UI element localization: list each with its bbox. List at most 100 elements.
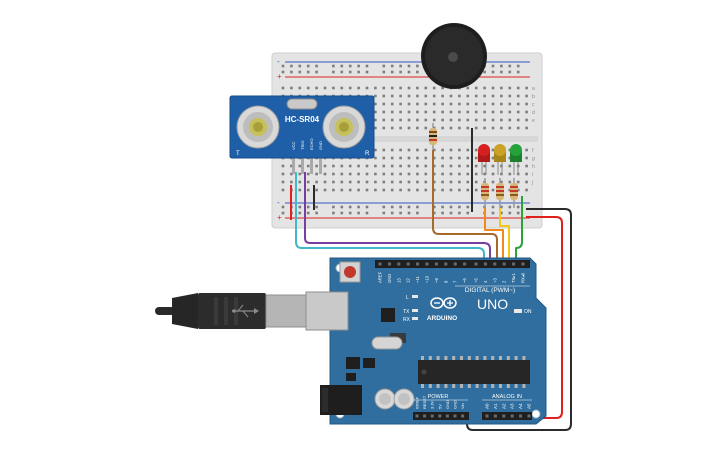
- breadboard-hole[interactable]: [491, 118, 495, 122]
- rail-hole[interactable]: [416, 205, 419, 209]
- breadboard-hole[interactable]: [432, 148, 436, 152]
- rail-hole[interactable]: [449, 211, 453, 215]
- breadboard-hole[interactable]: [525, 110, 528, 114]
- rail-hole[interactable]: [298, 205, 302, 209]
- breadboard-hole[interactable]: [458, 118, 461, 122]
- breadboard-hole[interactable]: [458, 156, 461, 160]
- breadboard-hole[interactable]: [390, 126, 394, 130]
- breadboard-hole[interactable]: [416, 148, 419, 152]
- breadboard-hole[interactable]: [500, 102, 503, 106]
- breadboard-hole[interactable]: [516, 94, 520, 98]
- breadboard-hole[interactable]: [483, 86, 486, 90]
- rail-hole[interactable]: [348, 70, 352, 74]
- breadboard-hole[interactable]: [416, 156, 419, 160]
- breadboard-hole[interactable]: [466, 156, 470, 160]
- piezo-buzzer[interactable]: [421, 23, 487, 89]
- breadboard-hole[interactable]: [441, 94, 444, 98]
- digital-pin[interactable]: [483, 262, 487, 266]
- breadboard-hole[interactable]: [390, 148, 394, 152]
- rail-hole[interactable]: [340, 211, 344, 215]
- resistor-green-led[interactable]: [510, 178, 518, 208]
- breadboard-hole[interactable]: [374, 156, 377, 160]
- rail-hole[interactable]: [416, 64, 419, 68]
- analog-pin[interactable]: [519, 414, 523, 418]
- rail-hole[interactable]: [365, 211, 369, 215]
- rail-hole[interactable]: [382, 64, 386, 68]
- breadboard-hole[interactable]: [432, 172, 436, 176]
- breadboard-hole[interactable]: [500, 118, 503, 122]
- rail-hole[interactable]: [357, 211, 360, 215]
- breadboard-hole[interactable]: [491, 164, 495, 168]
- breadboard-hole[interactable]: [298, 172, 302, 176]
- breadboard-hole[interactable]: [416, 110, 419, 114]
- breadboard-hole[interactable]: [466, 180, 470, 184]
- breadboard-hole[interactable]: [474, 94, 478, 98]
- reset-button[interactable]: [339, 261, 361, 283]
- rail-hole[interactable]: [432, 211, 436, 215]
- breadboard-hole[interactable]: [466, 118, 470, 122]
- breadboard-hole[interactable]: [466, 94, 470, 98]
- breadboard-hole[interactable]: [500, 172, 503, 176]
- breadboard-hole[interactable]: [508, 86, 512, 90]
- power-pin[interactable]: [445, 414, 449, 418]
- breadboard-hole[interactable]: [424, 164, 428, 168]
- breadboard-hole[interactable]: [458, 180, 461, 184]
- breadboard-hole[interactable]: [432, 126, 436, 130]
- breadboard-hole[interactable]: [315, 172, 318, 176]
- digital-pin[interactable]: [378, 262, 382, 266]
- breadboard-hole[interactable]: [365, 86, 369, 90]
- breadboard-hole[interactable]: [416, 180, 419, 184]
- breadboard-hole[interactable]: [340, 164, 344, 168]
- rail-hole[interactable]: [500, 70, 503, 74]
- breadboard-hole[interactable]: [449, 148, 453, 152]
- wire-black-gnd[interactable]: [466, 208, 572, 431]
- breadboard-hole[interactable]: [340, 172, 344, 176]
- breadboard-hole[interactable]: [290, 180, 293, 184]
- breadboard-hole[interactable]: [374, 180, 377, 184]
- breadboard-hole[interactable]: [525, 164, 528, 168]
- breadboard-hole[interactable]: [508, 118, 512, 122]
- breadboard-hole[interactable]: [424, 180, 428, 184]
- rail-hole[interactable]: [491, 70, 495, 74]
- breadboard-hole[interactable]: [474, 172, 478, 176]
- rail-hole[interactable]: [390, 64, 394, 68]
- breadboard-hole[interactable]: [306, 180, 310, 184]
- rail-hole[interactable]: [340, 64, 344, 68]
- breadboard-hole[interactable]: [323, 164, 327, 168]
- breadboard-hole[interactable]: [290, 86, 293, 90]
- breadboard-hole[interactable]: [500, 180, 503, 184]
- rail-hole[interactable]: [458, 205, 461, 209]
- digital-pin[interactable]: [474, 262, 478, 266]
- breadboard-hole[interactable]: [474, 148, 478, 152]
- breadboard-hole[interactable]: [458, 164, 461, 168]
- breadboard-hole[interactable]: [491, 126, 495, 130]
- breadboard-hole[interactable]: [525, 86, 528, 90]
- breadboard-hole[interactable]: [407, 180, 411, 184]
- breadboard-hole[interactable]: [399, 188, 402, 192]
- breadboard-hole[interactable]: [449, 94, 453, 98]
- breadboard-hole[interactable]: [315, 86, 318, 90]
- breadboard-hole[interactable]: [441, 164, 444, 168]
- breadboard-hole[interactable]: [474, 102, 478, 106]
- breadboard-hole[interactable]: [449, 118, 453, 122]
- rail-hole[interactable]: [382, 205, 386, 209]
- rail-hole[interactable]: [332, 211, 335, 215]
- breadboard-hole[interactable]: [306, 86, 310, 90]
- rail-hole[interactable]: [449, 205, 453, 209]
- breadboard-hole[interactable]: [374, 94, 377, 98]
- breadboard-hole[interactable]: [298, 188, 302, 192]
- breadboard-hole[interactable]: [525, 94, 528, 98]
- breadboard-hole[interactable]: [432, 180, 436, 184]
- breadboard-hole[interactable]: [474, 110, 478, 114]
- breadboard-hole[interactable]: [424, 172, 428, 176]
- rail-hole[interactable]: [357, 205, 360, 209]
- breadboard-hole[interactable]: [500, 86, 503, 90]
- breadboard-hole[interactable]: [281, 172, 285, 176]
- breadboard-hole[interactable]: [458, 94, 461, 98]
- analog-pin[interactable]: [527, 414, 531, 418]
- breadboard-hole[interactable]: [390, 110, 394, 114]
- breadboard-hole[interactable]: [516, 118, 520, 122]
- rail-hole[interactable]: [348, 205, 352, 209]
- rail-hole[interactable]: [491, 64, 495, 68]
- breadboard-hole[interactable]: [491, 110, 495, 114]
